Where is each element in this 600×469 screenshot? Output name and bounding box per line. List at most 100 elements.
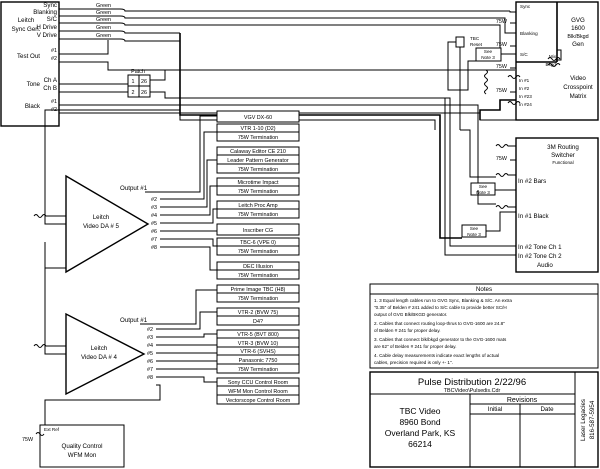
title-block: Pulse Distribution 2/22/96 TBCVideo\Puls…	[369, 371, 599, 468]
note-4a: 4. Cable delay measurements indicate exa…	[374, 353, 499, 358]
video-da-5: Leitch Video DA # 5 Output #1 #2 #3 #4 #…	[33, 109, 217, 274]
gvg-in24: In #24	[519, 102, 532, 107]
tbc-reset-1: TBC	[470, 36, 480, 41]
gvg-75w-1: 75W	[496, 19, 508, 25]
router-tone1: In #2 Tone Ch 1	[518, 244, 562, 251]
gvg-75w-2: 75W	[496, 42, 508, 48]
router-tone2: In #2 Tone Ch 2	[518, 253, 562, 260]
gen-test-2: #2	[51, 56, 57, 62]
gvg-name-4: Gen	[572, 41, 584, 48]
green-label-4: Green	[96, 25, 111, 31]
gen-test-out: Test Out	[17, 53, 40, 60]
gvg-in-blanking: Blanking	[520, 31, 538, 36]
d5-leader: Leader Pattern Generator	[227, 158, 289, 164]
da5-device-list: VGV DX-60 VTR 1-10 (D2) 75W Termination …	[216, 110, 300, 280]
gen-chb: Ch B	[43, 85, 57, 92]
video-da-4: Leitch Video DA # 4 Output #1 #2 #3 #4 #…	[33, 242, 217, 396]
router-in-bars: In #2 Bars	[518, 178, 546, 185]
note-1b: "0.35" of Belden # 241 added to S/C cabl…	[374, 305, 507, 310]
da5-out6: #6	[151, 229, 157, 235]
gen-tone: Tone	[27, 81, 41, 88]
d4-prime: Prime Image TBC (H8)	[231, 287, 286, 293]
gvg-xp-2: Crosspoint	[563, 84, 593, 91]
d5-microtime-term: 75W Termination	[238, 189, 278, 195]
revisions-initial: Initial	[488, 406, 502, 413]
qc-ext-ref: Ext Ref	[44, 427, 60, 432]
gen-out-vdrive: V Drive	[37, 32, 58, 39]
gvg-xp-1: Video	[570, 75, 586, 82]
green-label-2: Green	[96, 10, 111, 16]
da4-out7: #7	[147, 367, 153, 373]
revisions-date: Date	[540, 406, 554, 413]
gen-cha: Ch A	[44, 77, 58, 84]
da5-out4: #4	[151, 213, 157, 219]
sync-generator: Leitch Sync Gen. Sync Blanking S/C H Dri…	[0, 1, 60, 127]
da4-out4: #4	[147, 343, 153, 349]
company-name: TBC Video	[400, 406, 441, 416]
tbc-reset-box: TBC Reset See Note 3	[447, 36, 502, 130]
da5-label-2: Video DA # 5	[83, 223, 120, 230]
da4-device-list: Prime Image TBC (H8) 75W Termination VTR…	[216, 284, 300, 405]
see-note-2a: See	[479, 184, 488, 189]
note-2a: 2. Cables that connect routing loop-thru…	[374, 321, 505, 326]
side-label-1: Laser Legacies	[580, 399, 587, 441]
d4-vtr2: VTR-2 (BVW 75)	[238, 310, 279, 316]
gvg-in-sync: Sync	[520, 4, 531, 9]
da4-out2: #2	[147, 327, 153, 333]
see-note-2b: Note 3	[476, 190, 490, 195]
da4-out5: #5	[147, 351, 153, 357]
title-text: Pulse Distribution 2/22/96	[418, 377, 526, 388]
notes-panel: Notes 1. 3 Equal length cables run to GV…	[369, 283, 599, 369]
note-3a: 3. Cables that connect blk/bkgd generato…	[374, 337, 507, 342]
note-4b: cables, precision required is only +- 1"…	[374, 360, 453, 365]
d4-vectorscope: Vectorscope Control Room	[226, 398, 291, 404]
da5-out2: #2	[151, 197, 157, 203]
quality-control-wfm: Ext Ref Quality Control WFM Mon 75W	[22, 384, 161, 468]
qc-75w: 75W	[22, 437, 34, 443]
d5-procamp: Leitch Proc Amp	[238, 203, 277, 209]
da5-out5: #5	[151, 221, 157, 227]
note-3b: are 62" of Belden # 241 for proper delay…	[374, 344, 457, 349]
router-75w: 75W	[496, 156, 508, 162]
d4-vtr3: VTR-3 (BVW 10)	[238, 341, 279, 347]
router-name-1: 3M Routing	[547, 144, 579, 151]
da4-label-2: Video DA # 4	[81, 354, 118, 361]
gvg-name-3: Blk/Bkgd	[567, 34, 588, 40]
sync-gen-label-1: Leitch	[18, 17, 35, 24]
d4-sony: Sony CCU Control Room	[228, 380, 289, 386]
gen-out-sync: Sync	[43, 2, 57, 9]
gvg-75w-4: 75W	[496, 88, 508, 94]
d4-prime-term: 75W Termination	[238, 296, 278, 302]
d5-dec: DEC Illusion	[243, 264, 273, 270]
da5-label-1: Leitch	[93, 214, 110, 221]
company-city: Overland Park, KS	[385, 428, 456, 438]
note-1a: 1. 3 Equal length cables run to GVG Sync…	[374, 298, 512, 303]
tbc-reset-2: Reset	[470, 42, 483, 47]
side-label-2: 816-587-5954	[589, 400, 596, 439]
company-zip: 66214	[408, 439, 432, 449]
d5-vtr1-term: 75W Termination	[238, 135, 278, 141]
routing-switcher: 3M Routing Switcher Functional In #2 Bar…	[495, 137, 599, 273]
gvg-in2: In #2	[519, 86, 530, 91]
d4-panasonic: Panasonic 7750	[239, 358, 278, 364]
patch-r1c2: 26	[141, 79, 147, 85]
patch-r1c1: 1	[132, 79, 135, 85]
da5-out7: #7	[151, 237, 157, 243]
qc-label-2: WFM Mon	[68, 452, 97, 459]
gen-black-1: #1	[51, 99, 57, 105]
sync-gen-label-2: Sync Gen.	[12, 26, 41, 33]
da4-out6: #6	[147, 359, 153, 365]
router-name-2: Switcher	[551, 152, 575, 159]
d5-tbc6-term: 75W Termination	[238, 249, 278, 255]
gvg-in23: In #23	[519, 94, 532, 99]
patch-panel: Patch 1 26 2 26	[127, 69, 151, 98]
d4-vtr5: VTR-5 (BVT 800)	[237, 332, 279, 338]
note-2b: of Belden # 241 for proper delay.	[374, 328, 441, 333]
green-label-1: Green	[96, 3, 111, 9]
gvg-name-1: GVG	[571, 17, 585, 24]
da4-label-1: Leitch	[91, 345, 108, 352]
green-label-3: Green	[96, 17, 111, 23]
router-name-3: Functional	[552, 160, 573, 165]
gvg-1600: Sync Blanking S/C GVG 1600 Blk/Bkgd Gen …	[496, 1, 599, 121]
